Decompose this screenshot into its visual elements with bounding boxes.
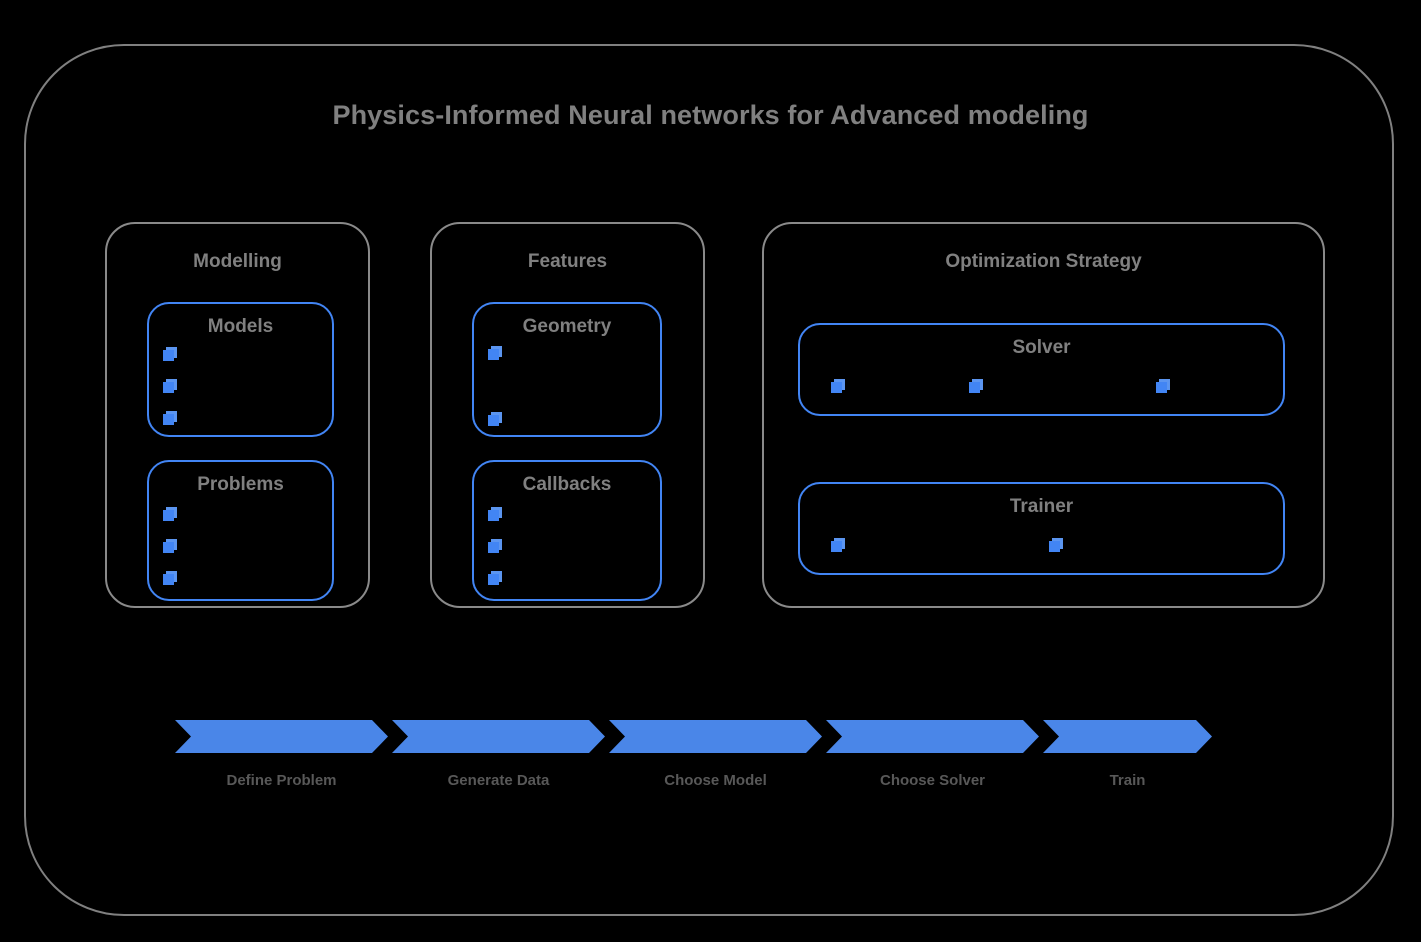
sub-box-models[interactable]: Models	[147, 302, 334, 437]
item-cube-icon	[488, 571, 502, 585]
process-step-label-5: Train	[1109, 772, 1146, 789]
item-cube-icon	[488, 412, 502, 426]
process-step-arrow-4[interactable]	[826, 720, 1039, 753]
group-title-features: Features	[527, 251, 608, 272]
sub-box-title-callbacks: Callbacks	[522, 474, 612, 495]
item-cube-icon	[163, 411, 177, 425]
item-cube-icon	[488, 507, 502, 521]
group-title-modelling: Modelling	[193, 251, 282, 272]
item-cube-icon	[163, 571, 177, 585]
sub-box-title-problems: Problems	[197, 474, 284, 495]
page-title: Physics-Informed Neural networks for Adv…	[332, 100, 1089, 130]
item-cube-icon	[163, 379, 177, 393]
item-cube-icon	[831, 379, 845, 393]
diagram-outer-frame	[24, 44, 1394, 916]
group-panel-modelling: Modelling	[105, 222, 370, 608]
process-step-label-2: Generate Data	[447, 772, 550, 789]
process-step-label-1: Define Problem	[226, 772, 337, 789]
sub-box-title-solver: Solver	[1012, 337, 1071, 358]
item-cube-icon	[831, 538, 845, 552]
sub-box-trainer[interactable]: Trainer	[798, 482, 1285, 575]
item-cube-icon	[163, 347, 177, 361]
item-cube-icon	[163, 507, 177, 521]
sub-box-callbacks[interactable]: Callbacks	[472, 460, 662, 601]
group-panel-optimization-strategy: Optimization Strategy	[762, 222, 1325, 608]
item-cube-icon	[1156, 379, 1170, 393]
sub-box-solver[interactable]: Solver	[798, 323, 1285, 416]
process-step-arrow-2[interactable]	[392, 720, 605, 753]
process-step-label-4: Choose Solver	[879, 772, 986, 789]
sub-box-title-geometry: Geometry	[522, 316, 612, 337]
process-step-arrow-3[interactable]	[609, 720, 822, 753]
item-cube-icon	[163, 539, 177, 553]
process-flow-strip	[175, 720, 1212, 753]
sub-box-title-models: Models	[207, 316, 274, 337]
item-cube-icon	[488, 346, 502, 360]
item-cube-icon	[488, 539, 502, 553]
group-panel-features: Features	[430, 222, 705, 608]
process-step-arrow-5[interactable]	[1043, 720, 1212, 753]
sub-box-problems[interactable]: Problems	[147, 460, 334, 601]
process-step-arrow-1[interactable]	[175, 720, 388, 753]
group-title-optimization-strategy: Optimization Strategy	[945, 251, 1142, 272]
sub-box-title-trainer: Trainer	[1009, 496, 1074, 517]
item-cube-icon	[1049, 538, 1063, 552]
item-cube-icon	[969, 379, 983, 393]
sub-box-geometry[interactable]: Geometry	[472, 302, 662, 437]
process-step-label-3: Choose Model	[664, 772, 767, 789]
